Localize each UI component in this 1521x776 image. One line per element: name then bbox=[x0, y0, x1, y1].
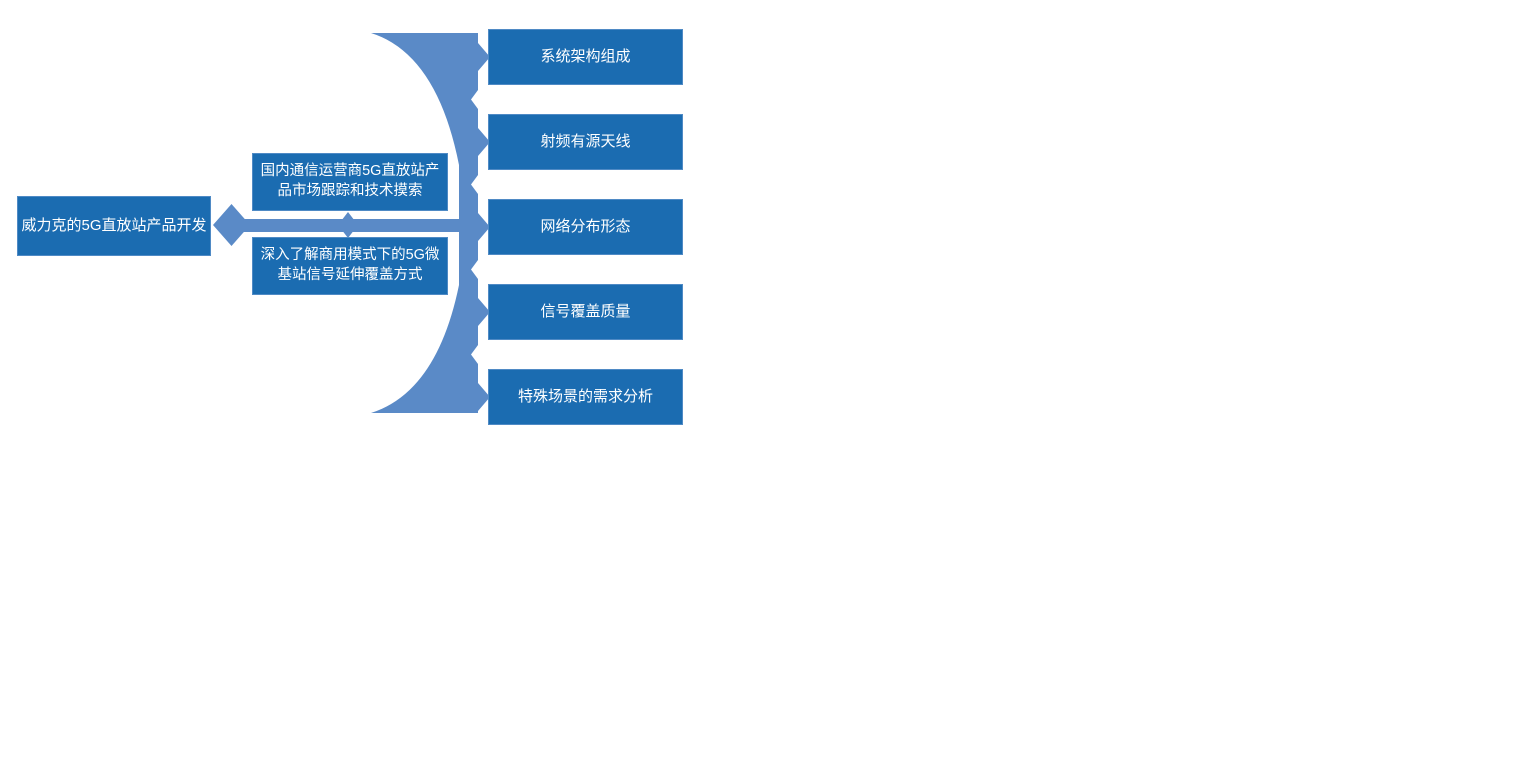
level3-node-label: 系统架构组成 bbox=[540, 47, 631, 65]
level3-node-label: 特殊场景的需求分析 bbox=[517, 387, 653, 405]
level2-node-market-tracking[interactable]: 国内通信运营商5G直放站产品市场跟踪和技术摸索 bbox=[252, 153, 448, 211]
level2-node-label: 国内通信运营商5G直放站产品市场跟踪和技术摸索 bbox=[260, 163, 440, 199]
level2-node-coverage-extension[interactable]: 深入了解商用模式下的5G微基站信号延伸覆盖方式 bbox=[252, 237, 448, 295]
fanout-connector bbox=[371, 33, 490, 413]
level3-node-network-distribution[interactable]: 网络分布形态 bbox=[488, 199, 683, 255]
level3-node-special-scenario-analysis[interactable]: 特殊场景的需求分析 bbox=[488, 369, 683, 425]
level3-node-rf-active-antenna[interactable]: 射频有源天线 bbox=[488, 114, 683, 170]
mid-junction-diamond bbox=[338, 212, 358, 238]
root-node[interactable]: 威力克的5G直放站产品开发 bbox=[17, 196, 211, 256]
root-node-label: 威力克的5G直放站产品开发 bbox=[21, 216, 207, 234]
level3-node-label: 射频有源天线 bbox=[540, 132, 631, 150]
level3-node-system-architecture[interactable]: 系统架构组成 bbox=[488, 29, 683, 85]
level3-node-signal-coverage-quality[interactable]: 信号覆盖质量 bbox=[488, 284, 683, 340]
level3-node-label: 网络分布形态 bbox=[540, 217, 631, 235]
level2-node-label: 深入了解商用模式下的5G微基站信号延伸覆盖方式 bbox=[260, 247, 440, 283]
level3-node-label: 信号覆盖质量 bbox=[540, 302, 631, 320]
root-junction-diamond bbox=[213, 204, 250, 246]
